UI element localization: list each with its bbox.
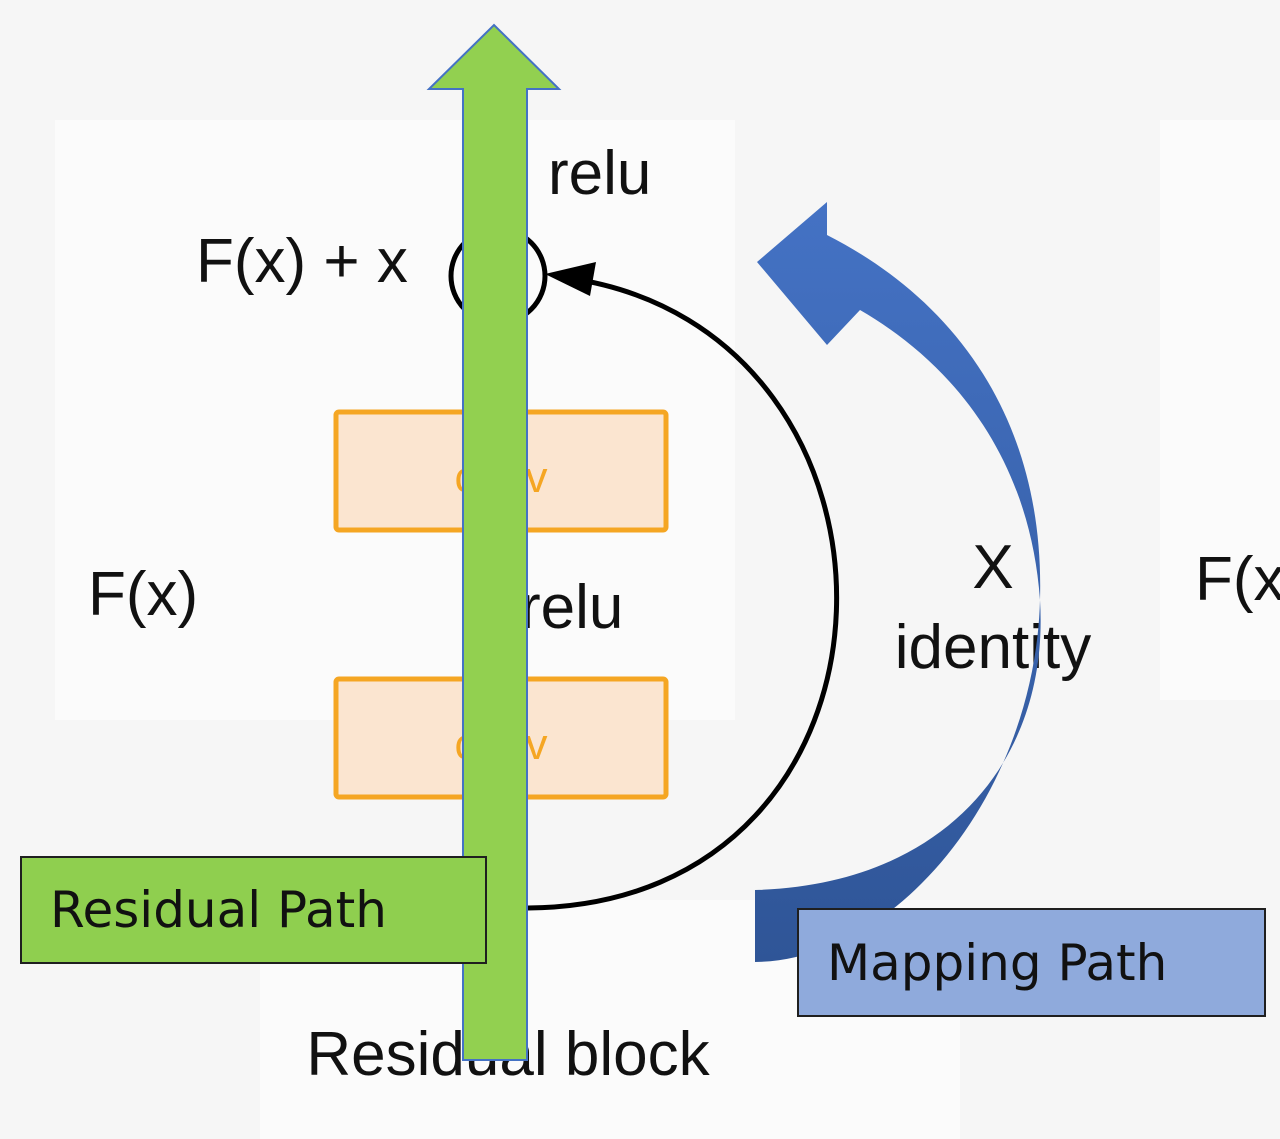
- mapping-path-arrow: [755, 202, 1041, 962]
- middle-relu-label: relu: [520, 573, 623, 642]
- mapping-path-label-box: Mapping Path: [797, 908, 1266, 1017]
- mapping-path-label: Mapping Path: [827, 933, 1168, 992]
- top-relu-label: relu: [548, 139, 651, 208]
- identity-label: identity: [895, 613, 1091, 682]
- identity-x-label: X: [972, 533, 1013, 602]
- identity-skip-arc: [527, 275, 840, 911]
- residual-path-arrow: [426, 23, 562, 1061]
- sum-label: F(x) + x: [196, 227, 408, 296]
- background-panel: [1160, 120, 1280, 700]
- fx-right-label: F(x: [1195, 545, 1280, 614]
- residual-path-label-box: Residual Path: [20, 856, 487, 964]
- identity-arrowhead: [545, 262, 596, 296]
- residual-path-label: Residual Path: [50, 881, 387, 939]
- fx-left-label: F(x): [88, 560, 198, 629]
